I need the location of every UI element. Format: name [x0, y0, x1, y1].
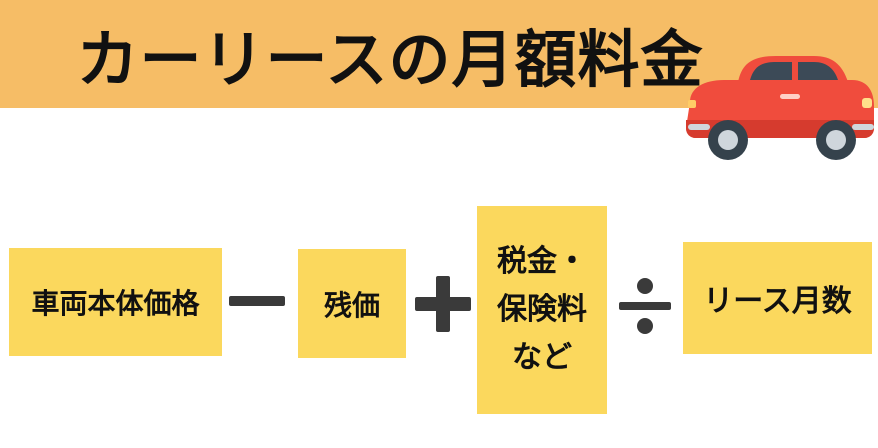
taxes-insurance-box: 税金・ 保険料 など — [477, 206, 607, 414]
vehicle-body-price-label: 車両本体価格 — [31, 287, 200, 320]
page-title: カーリースの月額料金 — [76, 23, 704, 96]
divide-operator: ÷ — [619, 278, 671, 334]
plus-operator: + — [415, 276, 471, 332]
car-icon — [686, 56, 874, 160]
vehicle-body-price-box: 車両本体価格 — [9, 248, 222, 356]
taxes-line-1: 税金・ — [497, 244, 587, 279]
residual-value-label: 残価 — [323, 288, 380, 322]
taxes-line-3: など — [512, 340, 572, 375]
taxes-line-2: 保険料 — [497, 292, 587, 327]
lease-months-box: リース月数 — [683, 242, 872, 354]
minus-operator: − — [229, 296, 285, 306]
residual-value-box: 残価 — [298, 249, 406, 358]
lease-months-label: リース月数 — [703, 284, 852, 319]
